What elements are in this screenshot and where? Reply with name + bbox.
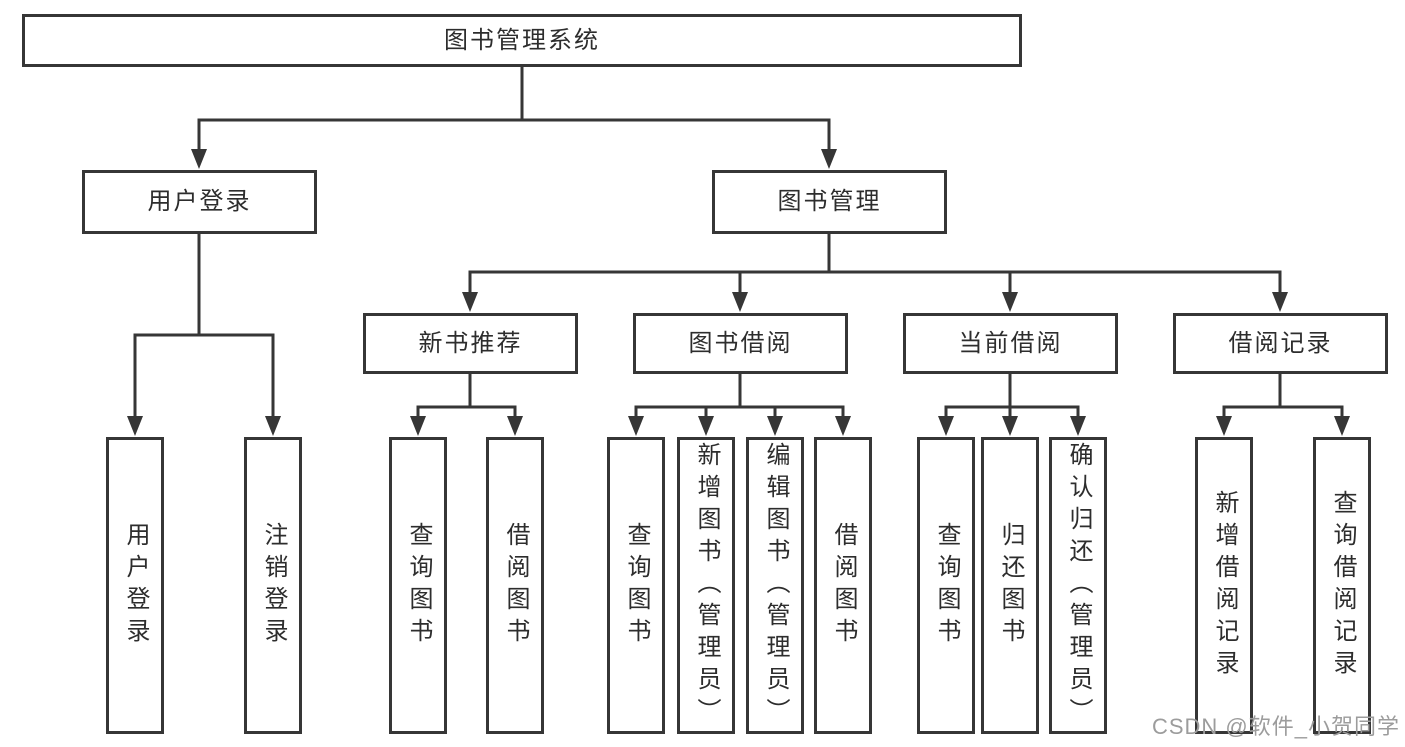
leaf-edit-books-admin-label: 编辑图书（管理员）	[762, 441, 789, 730]
leaf-query-books-current: 查询图书	[917, 437, 975, 734]
leaf-add-borrow-record-label: 新增借阅记录	[1211, 489, 1238, 682]
leaf-confirm-return-admin: 确认归还（管理员）	[1049, 437, 1107, 734]
leaf-add-books-admin-label: 新增图书（管理员）	[693, 441, 720, 730]
leaf-return-books-label: 归还图书	[997, 521, 1024, 650]
leaf-query-books-recommend-label: 查询图书	[405, 521, 432, 650]
leaf-return-books: 归还图书	[981, 437, 1039, 734]
leaf-query-books-borrowing-label: 查询图书	[623, 521, 650, 650]
leaf-query-books-borrowing: 查询图书	[607, 437, 665, 734]
leaf-add-borrow-record: 新增借阅记录	[1195, 437, 1253, 734]
leaf-borrow-books-label: 借阅图书	[830, 521, 857, 650]
node-current-borrowing: 当前借阅	[903, 313, 1118, 374]
node-book-management-branch: 图书管理	[712, 170, 947, 234]
leaf-query-borrow-record: 查询借阅记录	[1313, 437, 1371, 734]
leaf-user-login: 用户登录	[106, 437, 164, 734]
leaf-query-books-current-label: 查询图书	[933, 521, 960, 650]
leaf-logout: 注销登录	[244, 437, 302, 734]
leaf-confirm-return-admin-label: 确认归还（管理员）	[1065, 441, 1092, 730]
node-book-borrowing: 图书借阅	[633, 313, 848, 374]
node-library-system: 图书管理系统	[22, 14, 1022, 67]
leaf-logout-label: 注销登录	[260, 521, 287, 650]
node-new-book-recommendation: 新书推荐	[363, 313, 578, 374]
leaf-user-login-label: 用户登录	[122, 521, 149, 650]
node-user-login-branch: 用户登录	[82, 170, 317, 234]
leaf-borrow-books: 借阅图书	[814, 437, 872, 734]
leaf-query-borrow-record-label: 查询借阅记录	[1329, 489, 1356, 682]
leaf-borrow-books-recommend-label: 借阅图书	[502, 521, 529, 650]
leaf-query-books-recommend: 查询图书	[389, 437, 447, 734]
leaf-edit-books-admin: 编辑图书（管理员）	[746, 437, 804, 734]
leaf-add-books-admin: 新增图书（管理员）	[677, 437, 735, 734]
leaf-borrow-books-recommend: 借阅图书	[486, 437, 544, 734]
node-borrowing-records: 借阅记录	[1173, 313, 1388, 374]
